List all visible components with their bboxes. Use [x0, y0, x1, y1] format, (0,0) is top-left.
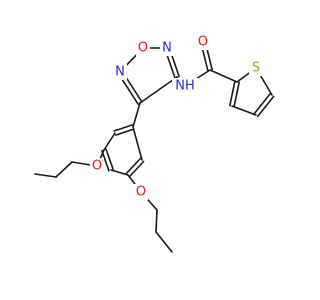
- bond-thC3-thC4: [231, 105, 257, 116]
- atom-amide-nitrogen: NH: [172, 78, 198, 94]
- bond-thC4-thC5-b: [253, 92, 272, 115]
- atom-thiophene-sulfur: S: [249, 60, 263, 76]
- bond-ph4-ph5: [110, 169, 129, 176]
- bond-ph3-ph4-b: [105, 148, 114, 171]
- bond-p1a-p1b: [55, 161, 73, 178]
- bond-thC4-thC5-a: [256, 95, 275, 118]
- amide-nitrogen-label: NH: [175, 79, 195, 94]
- ether-oxygen-upper-label: O: [92, 159, 102, 174]
- atom-ring-oxygen: O: [136, 40, 150, 56]
- bond-p2b-p2c: [155, 231, 173, 253]
- bond-ph5-ph6-a: [128, 160, 145, 178]
- bond-ph1-ph2-b: [114, 128, 135, 136]
- ether-oxygen-lower-label: O: [136, 185, 146, 200]
- bond-ph1-ph2-a: [113, 124, 134, 132]
- carbonyl-oxygen-label: O: [198, 35, 208, 50]
- thiophene-sulfur-label: S: [252, 61, 260, 76]
- bond-carC-thC2: [209, 69, 238, 83]
- ring-nitrogen-top-label: N: [162, 41, 172, 56]
- molecule-structure-diagram: O N N NH O S O O: [34, 34, 275, 253]
- bond-p1b-p1c: [34, 173, 57, 178]
- bond-oxaC4-ph1: [132, 102, 141, 128]
- bond-ph5-ph6-b: [125, 157, 142, 175]
- bond-oxaC3-oxaC4: [139, 76, 178, 104]
- bond-ph2-ph3: [103, 132, 116, 151]
- atom-ring-nitrogen-top: N: [160, 40, 174, 56]
- bond-thC2-thC3-a: [229, 80, 236, 107]
- atom-ring-nitrogen-left: N: [113, 64, 127, 80]
- atom-ether-oxygen-lower: O: [134, 184, 148, 200]
- atom-label-layer: O N N NH O S O O: [90, 34, 263, 200]
- bond-layer: [34, 40, 275, 253]
- ring-nitrogen-left-label: N: [115, 65, 125, 80]
- bond-thC2-thC3-b: [233, 81, 240, 108]
- atom-ether-oxygen-upper: O: [90, 158, 104, 174]
- ring-oxygen-label: O: [138, 41, 148, 56]
- bond-ph6-ph1: [132, 126, 143, 161]
- bond-p2a-p2b: [155, 209, 158, 233]
- atom-carbonyl-oxygen: O: [196, 34, 210, 50]
